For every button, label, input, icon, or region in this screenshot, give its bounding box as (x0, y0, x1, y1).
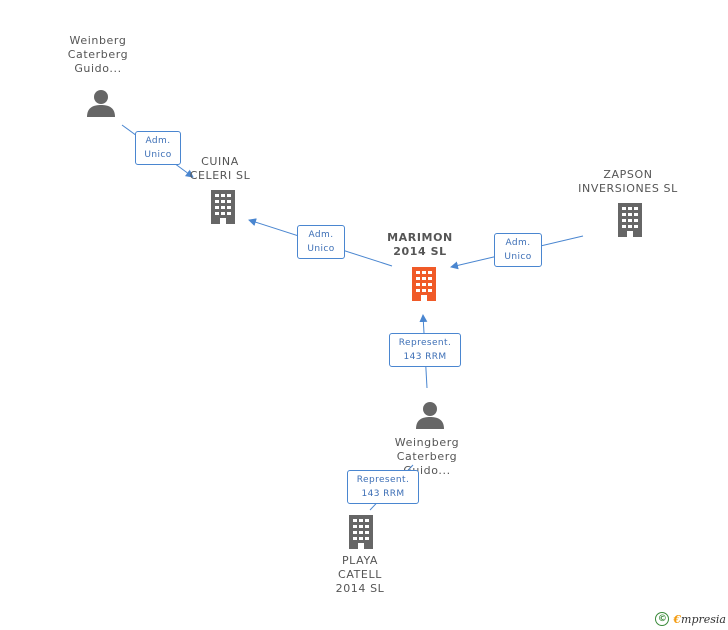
relation-label-represent[interactable]: Represent. 143 RRM (389, 333, 461, 367)
building-icon[interactable] (614, 203, 646, 237)
person-icon[interactable] (86, 88, 116, 118)
brand-logo[interactable]: €mpresia (673, 612, 726, 626)
building-icon[interactable] (345, 515, 377, 549)
person-icon[interactable] (415, 400, 445, 430)
footer-brand: © €mpresia (655, 612, 726, 626)
building-icon[interactable] (408, 267, 440, 301)
company-label-cuina[interactable]: CUINA CELERI SL (189, 155, 251, 182)
company-label-playa[interactable]: PLAYA CATELL 2014 SL (335, 554, 385, 595)
copyright-icon: © (655, 612, 670, 626)
building-icon[interactable] (207, 190, 239, 224)
company-label-marimon[interactable]: MARIMON 2014 SL (387, 231, 453, 258)
person-label-weingberg[interactable]: Weingberg Caterberg Guido... (394, 436, 460, 477)
person-label-weinberg[interactable]: Weinberg Caterberg Guido... (67, 34, 129, 75)
relation-label-represent[interactable]: Represent. 143 RRM (347, 470, 419, 504)
relation-label-adm-unico[interactable]: Adm. Unico (494, 233, 542, 267)
relation-label-adm-unico[interactable]: Adm. Unico (297, 225, 345, 259)
relation-label-adm-unico[interactable]: Adm. Unico (135, 131, 181, 165)
company-label-zapson[interactable]: ZAPSON INVERSIONES SL (578, 168, 678, 195)
